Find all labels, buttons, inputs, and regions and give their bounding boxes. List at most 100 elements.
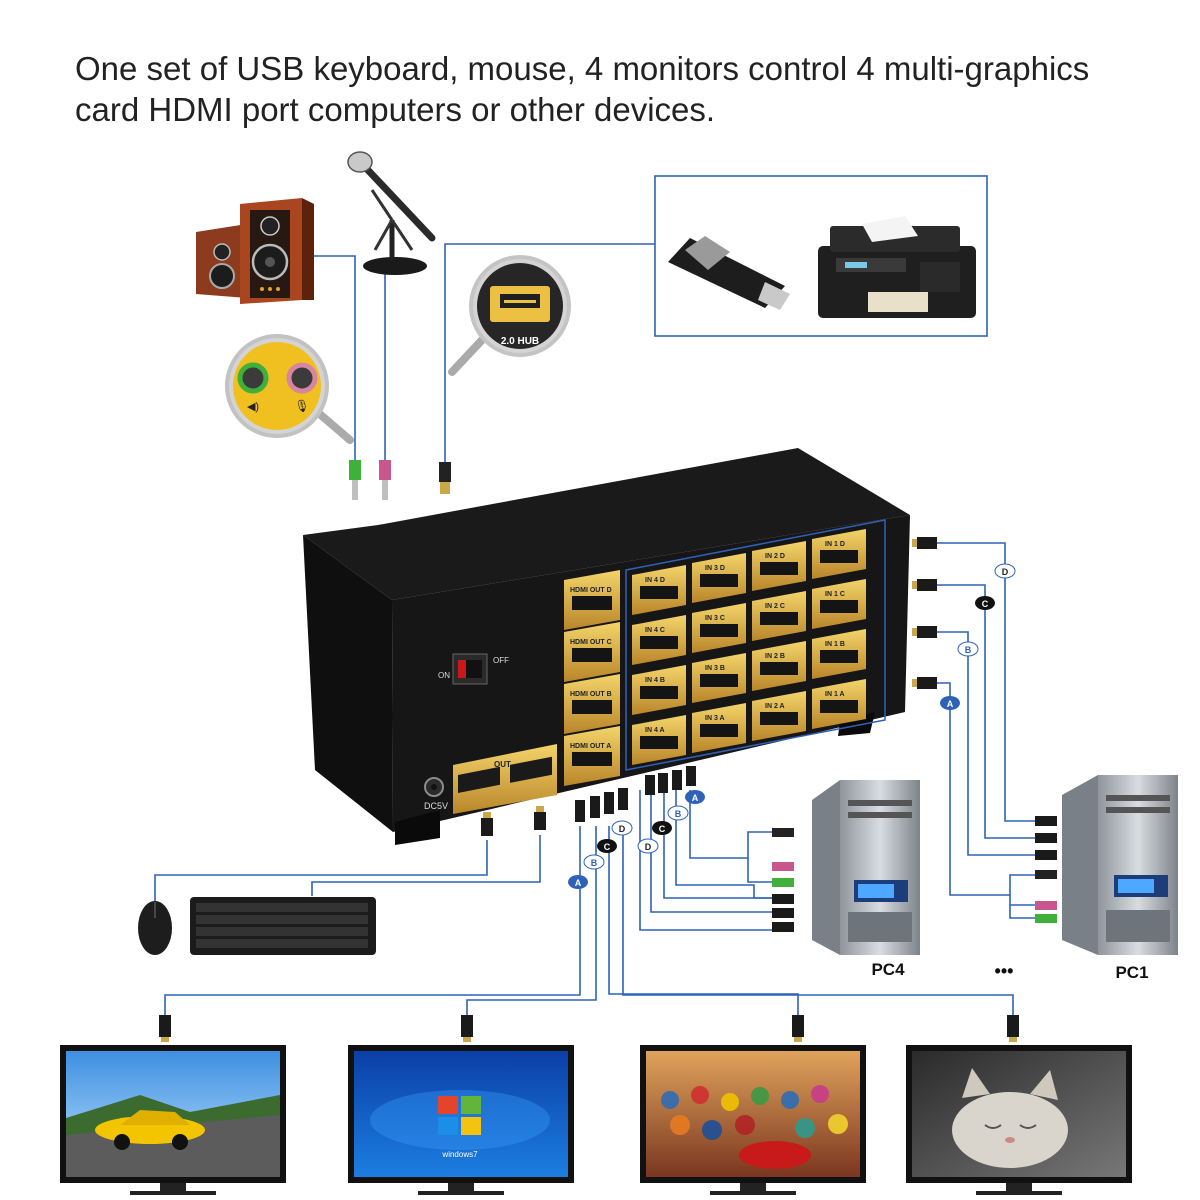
connection-lines [154,243,1035,1018]
mouse-icon [138,901,172,955]
hdmi-in-2-b[interactable]: IN 2 B [752,641,806,691]
audio-jack-icon: ◀) 🎙 [225,334,354,444]
svg-text:◀): ◀) [247,401,259,413]
hdmi-in-1-c[interactable]: IN 1 C [812,579,866,629]
svg-text:IN 2 B: IN 2 B [765,653,785,660]
headline-line-1: One set of USB keyboard, mouse, 4 monito… [75,50,1090,87]
svg-text:IN 1 D: IN 1 D [825,541,845,548]
tag-d-out: D [611,820,633,836]
pc-tower-icon: PC4 [772,780,920,979]
svg-text:B: B [675,809,682,819]
pc-tower-icon: PC1 [1035,775,1178,982]
svg-text:IN 1 A: IN 1 A [825,691,845,698]
monitor-hdmi-plugs [159,1015,1019,1042]
hdmi-in-grid: IN 4 D IN 3 D IN 2 D IN 1 D IN 4 [625,519,886,771]
hdmi-in-3-b[interactable]: IN 3 B [692,653,746,703]
tag-b-pc1: B [957,641,979,657]
svg-text:IN 3 C: IN 3 C [705,615,725,622]
hdmi-in-4-d[interactable]: IN 4 D [632,565,686,615]
svg-text:D: D [619,824,626,834]
hdmi-in-1-a[interactable]: IN 1 A [812,679,866,729]
usb-hub-label: 2.0 HUB [501,336,539,347]
pc1-plugs [1035,816,1057,923]
svg-text:C: C [604,842,611,852]
tag-d-pc1: D [994,563,1016,579]
power-on-label: ON [438,671,450,680]
speakers-icon [196,198,314,304]
pc1-label: PC1 [1115,963,1148,982]
monitor-icon [640,1045,866,1195]
hdmi-in-4-a[interactable]: IN 4 A [632,715,686,765]
pc4-plugs [772,828,794,932]
svg-text:A: A [575,878,582,888]
svg-text:IN 2 C: IN 2 C [765,603,785,610]
svg-text:IN 1 C: IN 1 C [825,591,845,598]
svg-text:B: B [965,645,972,655]
svg-text:IN 4 C: IN 4 C [645,627,665,634]
power-switch[interactable] [452,653,488,685]
svg-text:IN 4 B: IN 4 B [645,677,665,684]
svg-text:🎙: 🎙 [294,399,309,413]
tag-a-pc1: A [940,696,960,710]
usb-out-port-1[interactable] [458,766,500,793]
hdmi-out-panels: HDMI OUT D HDMI OUT C HDMI OUT B HDMI OU… [564,570,620,786]
monitor-icon [906,1045,1132,1195]
hdmi-in-4-b[interactable]: IN 4 B [632,665,686,715]
hdmi-in-3-d[interactable]: IN 3 D [692,553,746,603]
hdmi-out-b[interactable]: HDMI OUT B [564,674,620,734]
svg-text:D: D [1002,567,1009,577]
dc-label: DC5V [424,801,448,811]
headline: One set of USB keyboard, mouse, 4 monito… [75,48,1175,130]
cable-tags: D C B A A B C D D C B A [568,563,1016,889]
hdmi-in-2-a[interactable]: IN 2 A [752,691,806,741]
kvm-switch: ON OFF DC5V OUT HDMI OUT D [303,448,910,845]
svg-text:HDMI OUT C: HDMI OUT C [570,639,612,646]
svg-text:IN 3 A: IN 3 A [705,715,725,722]
hdmi-out-c[interactable]: HDMI OUT C [564,622,620,682]
hdmi-in-1-b[interactable]: IN 1 B [812,629,866,679]
windows-caption: windows7 [441,1150,478,1159]
hdmi-in-4-c[interactable]: IN 4 C [632,615,686,665]
hdmi-out-d[interactable]: HDMI OUT D [564,570,620,630]
usb-out-panel: OUT [453,744,557,814]
hdmi-in-1-d[interactable]: IN 1 D [812,529,866,579]
monitor-icon: windows7 [348,1045,574,1195]
usb-port-icon: 2.0 HUB [448,255,571,376]
svg-text:IN 4 A: IN 4 A [645,727,665,734]
usb-out-port-2[interactable] [510,756,552,783]
svg-text:HDMI OUT D: HDMI OUT D [570,587,612,594]
hdmi-out-a[interactable]: HDMI OUT A [564,726,620,786]
keyboard-icon [190,897,376,955]
microphone-icon [347,151,436,275]
tag-b-pc4: B [667,805,689,821]
svg-text:IN 4 D: IN 4 D [645,577,665,584]
tag-c-out: C [597,839,617,853]
dc-power-jack[interactable] [424,777,444,797]
svg-text:C: C [659,824,666,834]
hdmi-in-2-d[interactable]: IN 2 D [752,541,806,591]
tag-a-out: A [568,875,588,889]
svg-text:IN 2 D: IN 2 D [765,553,785,560]
power-off-label: OFF [493,656,509,665]
svg-text:C: C [982,599,989,609]
tag-b-out: B [583,854,605,870]
usb-flash-drive-icon [668,236,790,310]
monitor-icon [60,1045,286,1195]
top-plugs [349,460,451,500]
usb-device-box [654,175,988,337]
hdmi-in-3-c[interactable]: IN 3 C [692,603,746,653]
svg-text:D: D [645,842,652,852]
tag-c-pc4: C [652,821,672,835]
hdmi-in-2-c[interactable]: IN 2 C [752,591,806,641]
hdmi-in-3-a[interactable]: IN 3 A [692,703,746,753]
svg-text:IN 3 B: IN 3 B [705,665,725,672]
svg-text:IN 1 B: IN 1 B [825,641,845,648]
svg-text:A: A [692,793,699,803]
svg-text:IN 3 D: IN 3 D [705,565,725,572]
headline-line-2: card HDMI port computers or other device… [75,91,716,128]
svg-text:B: B [591,858,598,868]
svg-text:IN 2 A: IN 2 A [765,703,785,710]
printer-icon [818,216,976,318]
svg-text:HDMI OUT B: HDMI OUT B [570,691,612,698]
